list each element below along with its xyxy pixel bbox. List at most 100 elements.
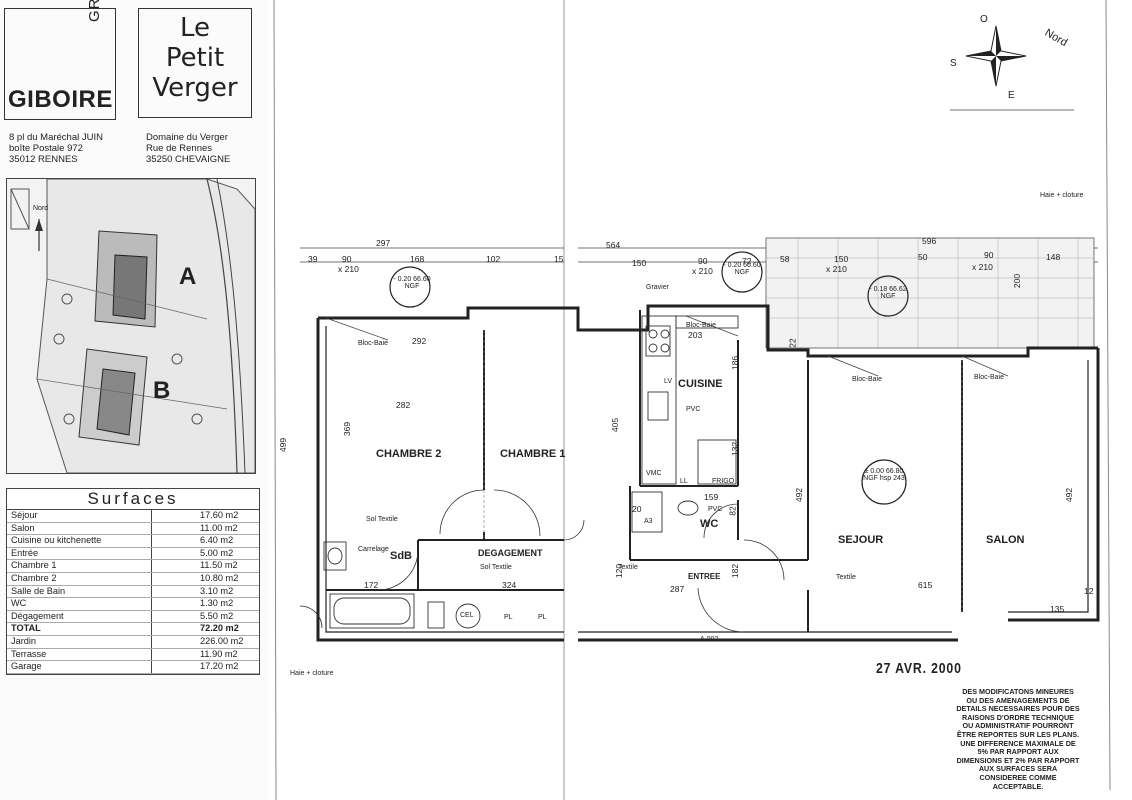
dimension: 102 [486,254,501,264]
dimension: 90 [984,250,994,260]
building-b-label: B [153,377,171,404]
dimension: 186 [730,355,741,371]
dimension: 324 [502,580,517,590]
floor-finish-label: Textile [836,574,856,581]
dimension: 499 [278,437,289,453]
storage-label: CEL [460,612,474,619]
project-name-line-3: Verger [152,73,238,103]
surface-room-label: Terrasse [7,648,152,661]
room-wc: WC [700,518,719,530]
project-address: Domaine du Verger Rue de Rennes 35250 CH… [146,132,230,165]
site-plan-north: Nord [33,205,49,212]
floor-finish-label: Textile [618,564,638,571]
dimension: 492 [1064,487,1075,503]
dimension: x 210 [826,264,847,274]
surface-room-label: WC [7,598,152,610]
dimension: 135 [1050,604,1065,614]
dimension: 15 [554,254,564,264]
room-degagement: DEGAGEMENT [478,548,543,558]
window-label: Bloc-Baie [686,322,716,329]
dimension: 492 [794,487,805,503]
dimension: 72 [742,256,752,266]
surface-room-label: Cuisine ou kitchenette [7,535,152,547]
sheet-border [1105,0,1111,791]
room-chambre-2: CHAMBRE 2 [376,448,442,460]
haie-label-bottom: Haie + cloture [290,670,334,677]
dimension: 182 [730,563,741,579]
surfaces-title: Surfaces [7,489,259,510]
panel-label: A3 [644,518,653,525]
surface-area-value: 11.90 m2 [200,648,238,659]
dimension: 12 [1084,586,1094,596]
surface-room-label: Dégagement [7,610,152,623]
level-marker: ± 0.00 66.80 NGF hsp 243 [863,468,905,482]
dimension: 22 [787,338,798,348]
level-marker: - 0.20 66.60 NGF [723,262,761,276]
dimension: 172 [364,580,379,590]
room-entree: ENTREE [688,572,721,581]
floor-finish-label: PVC [686,406,701,413]
dimension: 369 [342,421,353,437]
dimension: 82 [727,506,738,516]
address-line: Rue de Rennes [146,143,213,154]
surface-area-value: 226.00 m2 [200,635,244,646]
address-line: 35012 RENNES [9,154,78,165]
dimension: 150 [632,258,647,268]
sheet-border [273,0,277,800]
dimension: 297 [376,238,391,248]
floor-finish-label: Carrelage [358,546,389,553]
dimension: 282 [396,400,411,410]
company-address: 8 pl du Maréchal JUIN boîte Postale 972 … [9,132,103,165]
surface-room-label: Jardin [7,635,152,648]
site-plan-drawing [10,178,256,474]
terrace-area [765,237,1095,349]
address-line: boîte Postale 972 [9,143,83,154]
company-name: GIBOIRE [8,86,113,113]
project-name-box: Le Petit Verger [138,8,252,118]
address-line: 35250 CHEVAIGNE [146,154,231,165]
compass-west-label: O [980,14,988,25]
surface-room-label: Séjour [7,510,152,522]
dimension: 405 [610,417,621,433]
dimension: x 210 [692,266,713,276]
compass-south-label: S [950,58,957,69]
address-line: Domaine du Verger [146,132,228,143]
date-stamp: 27 AVR. 2000 [876,660,962,677]
building-a-label: A [179,263,197,290]
window-label: Bloc-Baie [358,340,388,347]
dimension: 39 [308,254,318,264]
dimension: 200 [1012,273,1023,289]
bathroom-fixtures [323,491,699,629]
closet-label: PL [538,614,547,621]
dimension: 203 [688,330,703,340]
dimension: 564 [606,240,621,250]
dimension: 596 [922,236,937,246]
room-salon: SALON [986,534,1025,546]
dimension: 90 [698,256,708,266]
dimension: 615 [918,580,933,590]
haie-label-top: Haie + cloture [1040,192,1084,199]
floor-finish-label: Sol Textile [366,516,398,523]
surface-area-value: 17.60 m2 [200,510,239,520]
table-row: Séjour 17.60 m2 [7,510,259,523]
dimension: 90 [342,254,352,264]
dimension: x 210 [338,264,359,274]
dimension: 20 [632,504,642,514]
surface-room-label: Entrée [7,547,152,560]
surface-area-value: 3.10 m2 [200,585,234,596]
site-plan-map: Nord A B [6,178,256,474]
appliance-label: LL [680,478,688,485]
surface-area-value: 10.80 m2 [200,572,239,583]
floor-finish-label: Sol Textile [480,564,512,571]
dimension: 159 [704,492,719,502]
dimension: 132 [730,441,741,457]
dimension: 148 [1046,252,1061,262]
surface-area-value: 11.50 m2 [200,560,238,571]
